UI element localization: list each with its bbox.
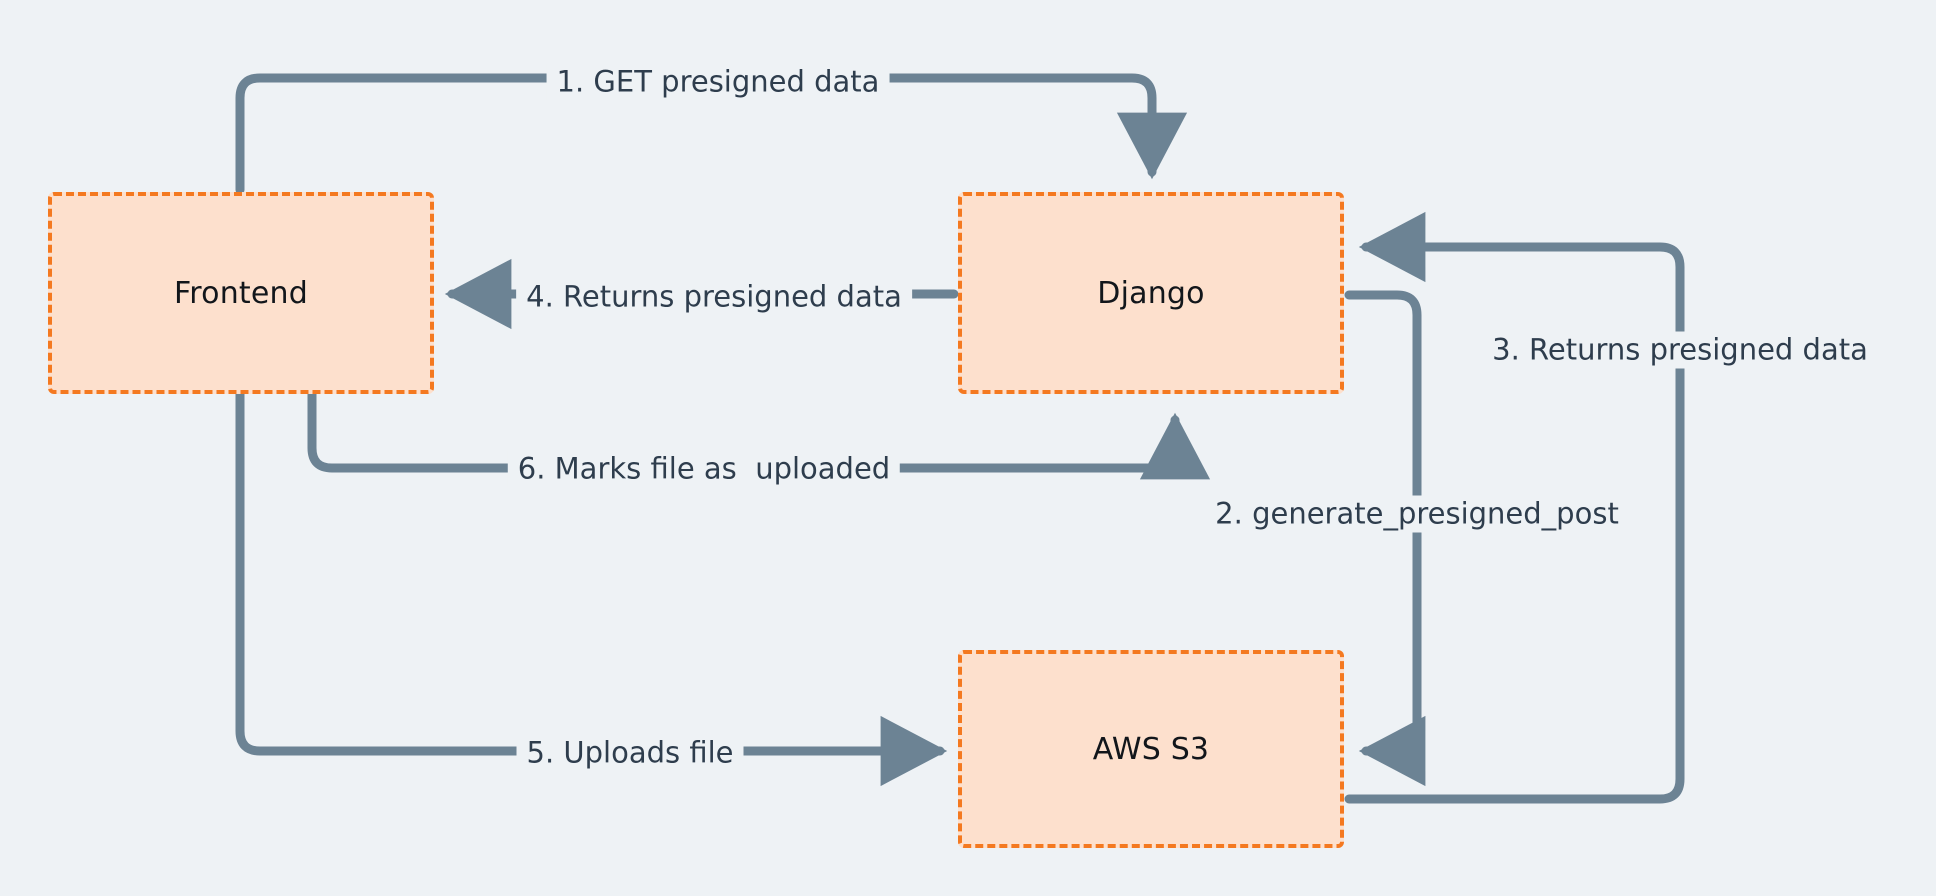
- edge-label-step2: 2. generate_presigned_post: [1205, 495, 1629, 533]
- edge-label-step1: 1. GET presigned data: [546, 63, 890, 101]
- node-django[interactable]: Django: [958, 192, 1344, 394]
- node-aws-s3-label: AWS S3: [1092, 731, 1210, 767]
- edge-label-step3: 3. Returns presigned data: [1482, 331, 1878, 369]
- connector-step5: [235, 389, 948, 787]
- edge-label-step4: 4. Returns presigned data: [516, 278, 912, 316]
- connector-step3: [1344, 211, 1685, 804]
- edge-label-step6: 6. Marks file as uploaded: [507, 450, 901, 488]
- node-frontend-label: Frontend: [174, 275, 308, 311]
- node-aws-s3[interactable]: AWS S3: [958, 650, 1344, 848]
- node-django-label: Django: [1097, 275, 1205, 311]
- node-frontend[interactable]: Frontend: [48, 192, 434, 394]
- edge-label-step5: 5. Uploads file: [516, 734, 744, 772]
